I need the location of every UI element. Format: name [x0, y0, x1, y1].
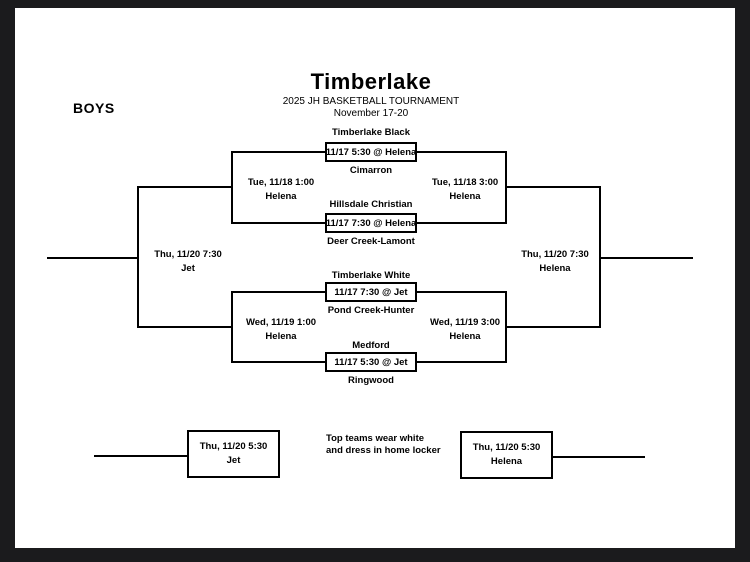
bracket-line-game3-right	[416, 291, 507, 293]
game-info: 11/17 5:30 @ Jet	[334, 356, 408, 368]
game-box: 11/17 5:30 @ Helena	[325, 142, 417, 162]
slot-datetime: Tue, 11/18 3:00	[431, 177, 499, 188]
bracket-line-semi-bottom-left	[137, 326, 233, 328]
team-name: Hillsdale Christian	[329, 199, 413, 210]
slot-label-semi-top-left: Tue, 11/18 1:00 Helena	[221, 176, 341, 204]
bracket-line-game2-left	[231, 222, 327, 224]
consolation-line-left	[94, 455, 187, 457]
team-name: Timberlake White	[331, 270, 411, 281]
consolation-box-left: Thu, 11/20 5:30 Jet	[187, 430, 280, 478]
consolation-line-right	[553, 456, 645, 458]
slot-label-final-right: Thu, 11/20 7:30 Helena	[495, 248, 615, 276]
slot-label-semi-top-right: Tue, 11/18 3:00 Helena	[405, 176, 525, 204]
slot-datetime: Thu, 11/20 5:30	[199, 441, 268, 452]
bracket-line-game1-left	[231, 151, 327, 153]
slot-venue: Jet	[181, 263, 195, 274]
slot-datetime: Tue, 11/18 1:00	[247, 177, 315, 188]
game-box: 11/17 7:30 @ Helena	[325, 213, 417, 233]
game-info: 11/17 7:30 @ Helena	[325, 217, 417, 229]
bracket-line-semi-top-right	[505, 186, 601, 188]
consolation-box-right: Thu, 11/20 5:30 Helena	[460, 431, 553, 479]
bracket-line-semi-bottom-right	[505, 326, 601, 328]
slot-datetime: Wed, 11/19 1:00	[245, 317, 317, 328]
bracket-page: Timberlake 2025 JH BASKETBALL TOURNAMENT…	[15, 8, 735, 548]
slot-label-final-left: Thu, 11/20 7:30 Jet	[128, 248, 248, 276]
team-name: Deer Creek-Lamont	[327, 236, 415, 247]
team-name: Timberlake Black	[332, 127, 410, 138]
slot-venue: Helena	[449, 331, 481, 342]
bracket-line-final-right	[599, 257, 693, 259]
slot-venue: Helena	[449, 191, 481, 202]
dress-code-note: Top teams wear white and dress in home l…	[326, 433, 441, 456]
slot-datetime: Thu, 11/20 7:30	[154, 249, 222, 260]
slot-venue: Helena	[265, 191, 297, 202]
bracket-line-game1-right	[416, 151, 507, 153]
bracket-line-game4-right	[416, 361, 507, 363]
bracket-line-game2-right	[416, 222, 507, 224]
slot-venue: Jet	[226, 455, 241, 466]
slot-venue: Helena	[265, 331, 297, 342]
bracket-line-game3-left	[231, 291, 327, 293]
tournament-dates: November 17-20	[333, 108, 409, 119]
tournament-subtitle: 2025 JH BASKETBALL TOURNAMENT	[282, 96, 460, 107]
tournament-title: Timberlake	[310, 69, 432, 94]
game-info: 11/17 5:30 @ Helena	[325, 146, 417, 158]
game-box: 11/17 7:30 @ Jet	[325, 282, 417, 302]
team-name: Medford	[352, 340, 390, 351]
bracket-line-game4-left	[231, 361, 327, 363]
note-line: and dress in home locker	[326, 444, 441, 456]
bracket-line-final-left	[47, 257, 139, 259]
slot-datetime: Thu, 11/20 7:30	[521, 249, 589, 260]
slot-label-semi-bottom-right: Wed, 11/19 3:00 Helena	[405, 316, 525, 344]
slot-venue: Helena	[490, 456, 523, 467]
note-line: Top teams wear white	[326, 433, 425, 444]
bracket-line-semi-top-left	[137, 186, 233, 188]
team-name: Ringwood	[348, 375, 394, 386]
game-box: 11/17 5:30 @ Jet	[325, 352, 417, 372]
slot-datetime: Thu, 11/20 5:30	[472, 442, 541, 453]
game-info: 11/17 7:30 @ Jet	[334, 286, 408, 298]
division-label: BOYS	[73, 100, 115, 116]
slot-label-semi-bottom-left: Wed, 11/19 1:00 Helena	[221, 316, 341, 344]
team-name: Pond Creek-Hunter	[327, 305, 415, 316]
team-name: Cimarron	[349, 165, 393, 176]
slot-datetime: Wed, 11/19 3:00	[429, 317, 501, 328]
slot-venue: Helena	[539, 263, 571, 274]
